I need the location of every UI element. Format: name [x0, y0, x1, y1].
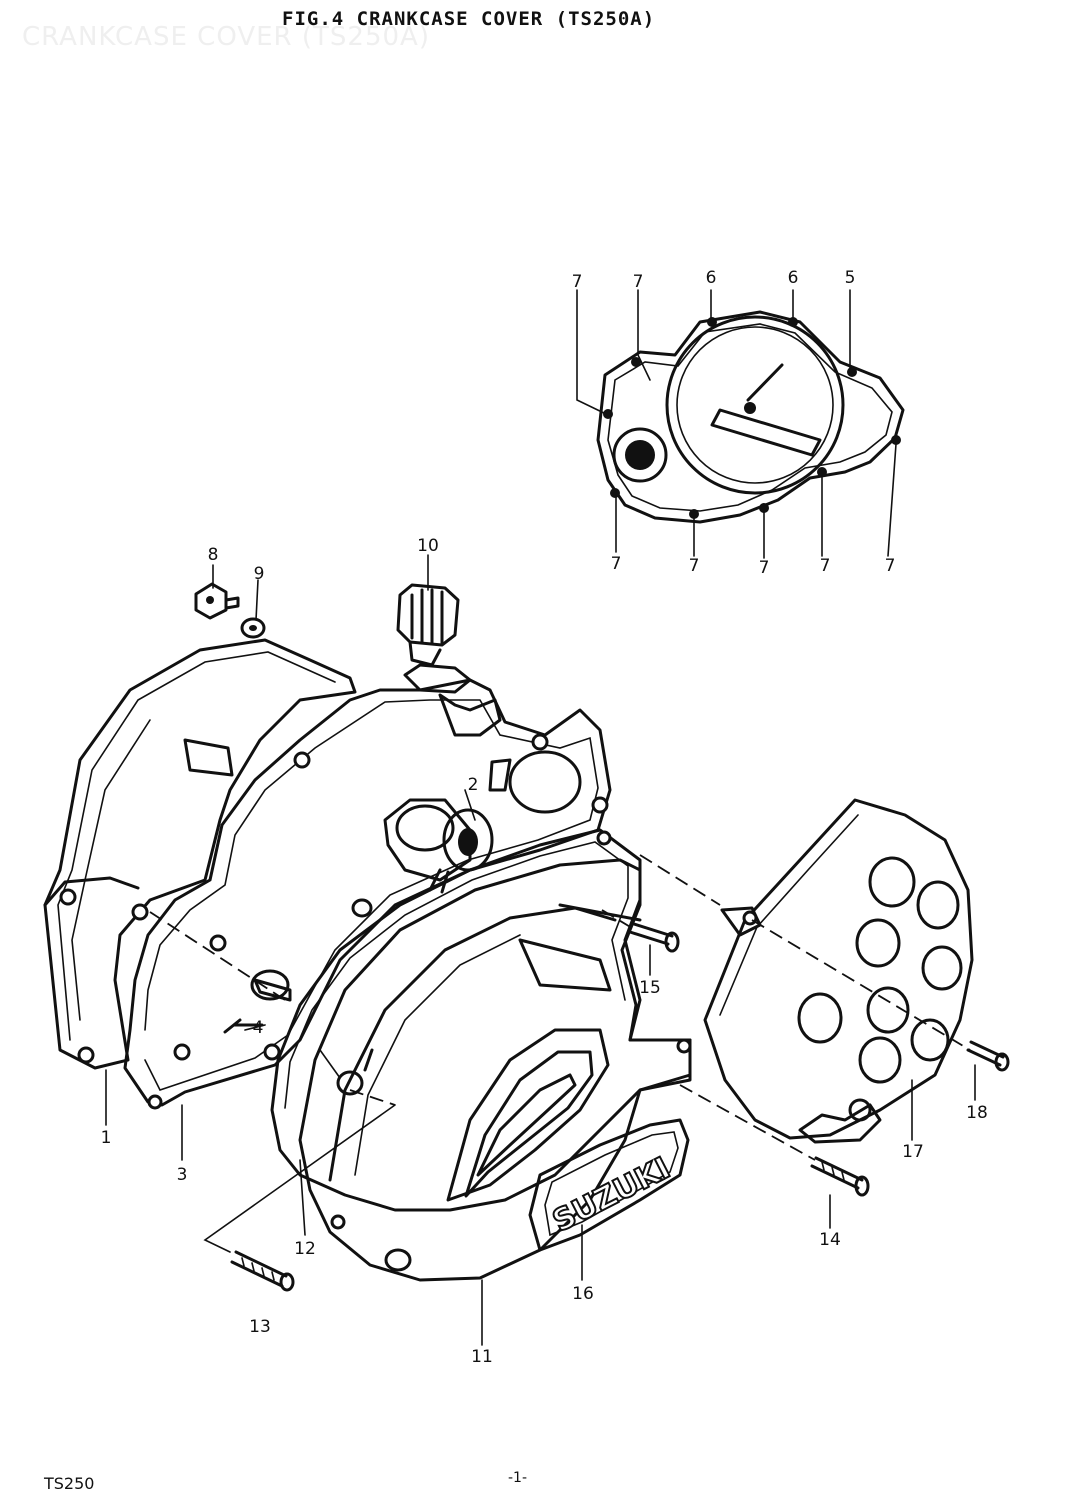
figure-title: FIG.4 CRANKCASE COVER (TS250A): [282, 8, 656, 30]
callout-5: 5: [845, 268, 856, 288]
callout-14: 14: [819, 1230, 841, 1250]
assembly-guide-lines: [149, 854, 971, 1253]
bolt-8: [194, 582, 240, 620]
model-label: TS250: [44, 1474, 95, 1493]
callout-6a: 6: [706, 268, 717, 288]
inset-gasket-view: [576, 289, 905, 559]
callout-18: 18: [966, 1103, 988, 1123]
washer-9: [240, 617, 266, 639]
callout-16: 16: [572, 1284, 594, 1304]
screw-15: [628, 922, 680, 953]
callout-12: 12: [294, 1239, 316, 1259]
callout-2: 2: [468, 775, 479, 795]
callout-11: 11: [471, 1347, 493, 1367]
page-number: -1-: [508, 1470, 528, 1486]
oil-filler-cap-10: [396, 583, 502, 737]
callout-4: 4: [253, 1018, 264, 1038]
faded-page-title: CRANKCASE COVER (TS250A): [22, 22, 430, 52]
screw-14: [810, 1156, 870, 1197]
sprocket-cover-17: [703, 798, 974, 1144]
callout-10: 10: [417, 536, 439, 556]
suzuki-emblem-16: SUZUKI: [528, 1118, 690, 1252]
screw-13: [230, 1250, 295, 1292]
crankcase-cover-1: [43, 638, 357, 1070]
callout-6b: 6: [788, 268, 799, 288]
screw-18: [966, 1040, 1010, 1072]
generator-cover-11: [298, 858, 692, 1282]
callout-3: 3: [177, 1165, 188, 1185]
callout-7g: 7: [885, 556, 896, 576]
callout-7d: 7: [689, 556, 700, 576]
callout-7c: 7: [611, 554, 622, 574]
callout-7f: 7: [820, 556, 831, 576]
callout-7a: 7: [572, 272, 583, 292]
leader-lines: [105, 554, 976, 1346]
callout-13: 13: [249, 1317, 271, 1337]
callout-15: 15: [639, 978, 661, 998]
callout-7b: 7: [633, 272, 644, 292]
callout-17: 17: [902, 1142, 924, 1162]
callout-7e: 7: [759, 558, 770, 578]
callout-1: 1: [101, 1128, 112, 1148]
callout-8: 8: [208, 545, 219, 565]
callout-9: 9: [254, 564, 265, 584]
